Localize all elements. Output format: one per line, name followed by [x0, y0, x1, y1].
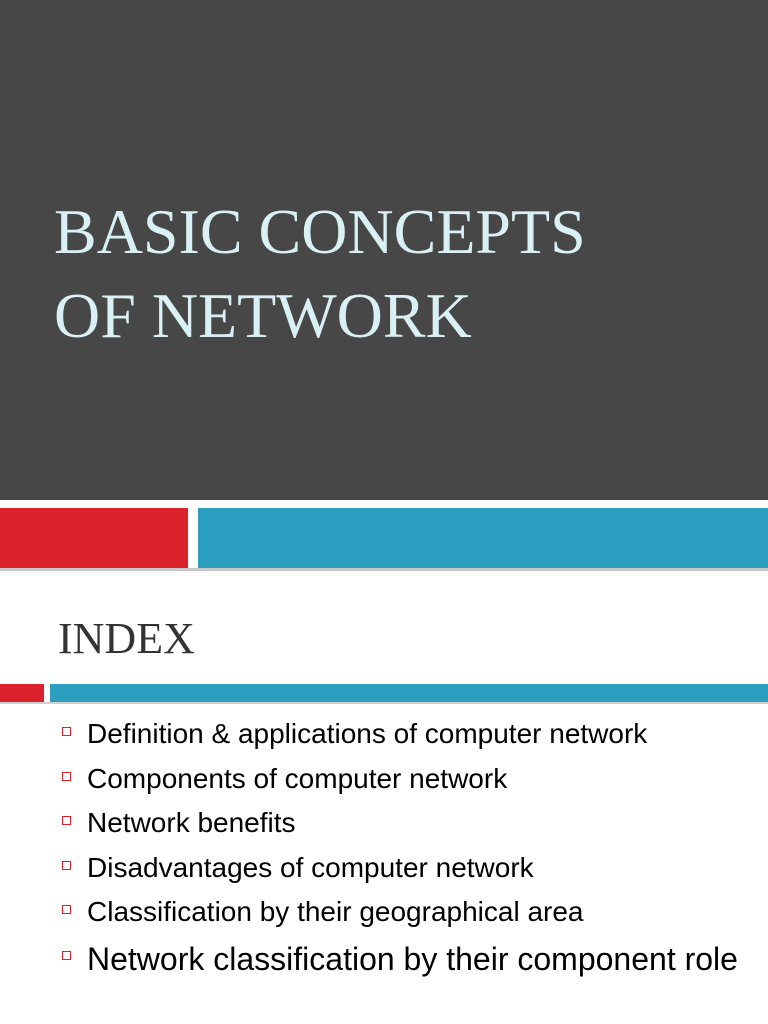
index-accent-bar-shadow [0, 702, 768, 704]
accent-bar-shadow [0, 568, 768, 571]
list-item-text: Definition & applications of computer ne… [87, 718, 648, 749]
slide-title: BASIC CONCEPTS OF NETWORK [54, 190, 754, 358]
slide-separator [0, 500, 768, 508]
list-item: Network classification by their componen… [62, 939, 762, 979]
index-heading: INDEX [58, 614, 195, 663]
slide-title-line-2: OF NETWORK [54, 280, 472, 351]
list-item-text: Classification by their geographical are… [87, 896, 584, 927]
square-bullet-icon [62, 950, 71, 960]
list-item-text: Components of computer network [87, 762, 508, 794]
slide-title-line-1: BASIC CONCEPTS [54, 196, 586, 267]
square-bullet-icon [62, 816, 71, 825]
list-item-text: Network benefits [87, 807, 296, 838]
square-bullet-icon [62, 727, 71, 736]
accent-bar-blue [198, 508, 768, 568]
list-item-text: Network classification by their componen… [87, 940, 738, 977]
list-item: Network benefits [62, 805, 762, 841]
list-item: Disadvantages of computer network [62, 850, 762, 886]
square-bullet-icon [62, 860, 71, 870]
square-bullet-icon [62, 905, 71, 914]
accent-bar-red [0, 508, 188, 568]
list-item-text: Disadvantages of computer network [87, 851, 534, 883]
title-slide: BASIC CONCEPTS OF NETWORK [0, 0, 768, 500]
index-accent-bar-blue [50, 684, 768, 702]
index-accent-bar-red [0, 684, 44, 702]
list-item: Definition & applications of computer ne… [62, 716, 762, 752]
index-list: Definition & applications of computer ne… [62, 716, 762, 987]
list-item: Classification by their geographical are… [62, 894, 762, 930]
square-bullet-icon [62, 771, 71, 781]
list-item: Components of computer network [62, 761, 762, 797]
